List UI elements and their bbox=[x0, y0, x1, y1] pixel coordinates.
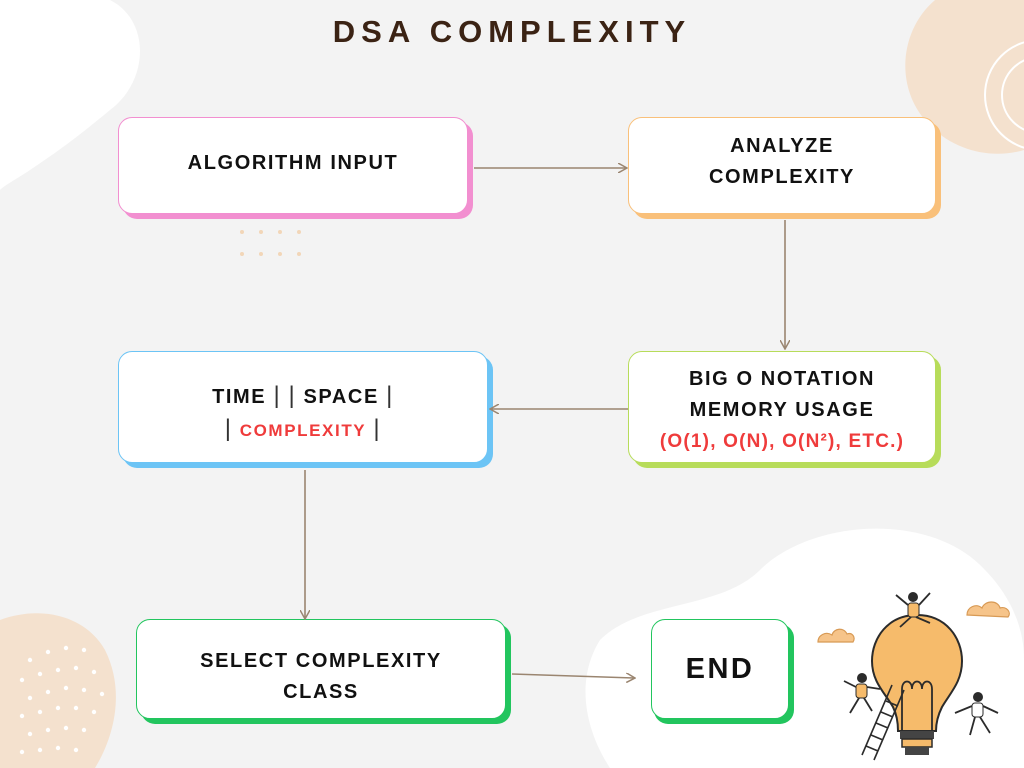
separator: | bbox=[288, 382, 297, 409]
separator: | bbox=[273, 382, 282, 409]
big-o-notation-node: BIG O NOTATION MEMORY USAGE (O(1), O(N),… bbox=[628, 351, 936, 463]
complexity-row: | COMPLEXITY | bbox=[225, 413, 382, 446]
time-space-node: TIME | | SPACE | | COMPLEXITY | bbox=[118, 351, 488, 463]
circle-outline-2 bbox=[1001, 59, 1024, 131]
notation-line1: BIG O NOTATION bbox=[688, 368, 876, 390]
separator: | bbox=[373, 415, 382, 442]
select-line2: CLASS bbox=[283, 681, 359, 703]
select-complexity-node: SELECT COMPLEXITY CLASS bbox=[136, 619, 506, 719]
peach-blob-top-right bbox=[905, 0, 1024, 154]
notation-line2: MEMORY USAGE bbox=[689, 399, 875, 421]
analyze-line2: COMPLEXITY bbox=[708, 166, 855, 188]
time-space-row: TIME | | SPACE | bbox=[212, 380, 394, 413]
analyze-line1: ANALYZE bbox=[730, 135, 834, 157]
peach-blob-bottom-left bbox=[0, 613, 116, 768]
circle-outline-1 bbox=[984, 41, 1024, 149]
white-blob-top-left bbox=[0, 0, 140, 190]
complexity-label: COMPLEXITY bbox=[239, 421, 367, 440]
notation-line3: (O(1), O(N), O(N²), ETC.) bbox=[659, 431, 905, 452]
end-label: END bbox=[685, 652, 755, 685]
lightbulb-with-people-icon bbox=[817, 592, 1010, 761]
algorithm-input-label: ALGORITHM INPUT bbox=[187, 152, 399, 174]
analyze-complexity-node: ANALYZE COMPLEXITY bbox=[628, 117, 936, 214]
time-label: TIME bbox=[212, 386, 267, 408]
space-label: SPACE bbox=[303, 386, 379, 408]
separator: | bbox=[224, 415, 233, 442]
page-title: DSA COMPLEXITY bbox=[332, 14, 692, 49]
dot-pattern-white bbox=[19, 645, 105, 755]
select-line1: SELECT COMPLEXITY bbox=[200, 650, 442, 672]
algorithm-input-node: ALGORITHM INPUT bbox=[118, 117, 468, 214]
separator: | bbox=[386, 382, 394, 409]
cloud-icon bbox=[817, 601, 1010, 643]
end-node: END bbox=[651, 619, 789, 719]
